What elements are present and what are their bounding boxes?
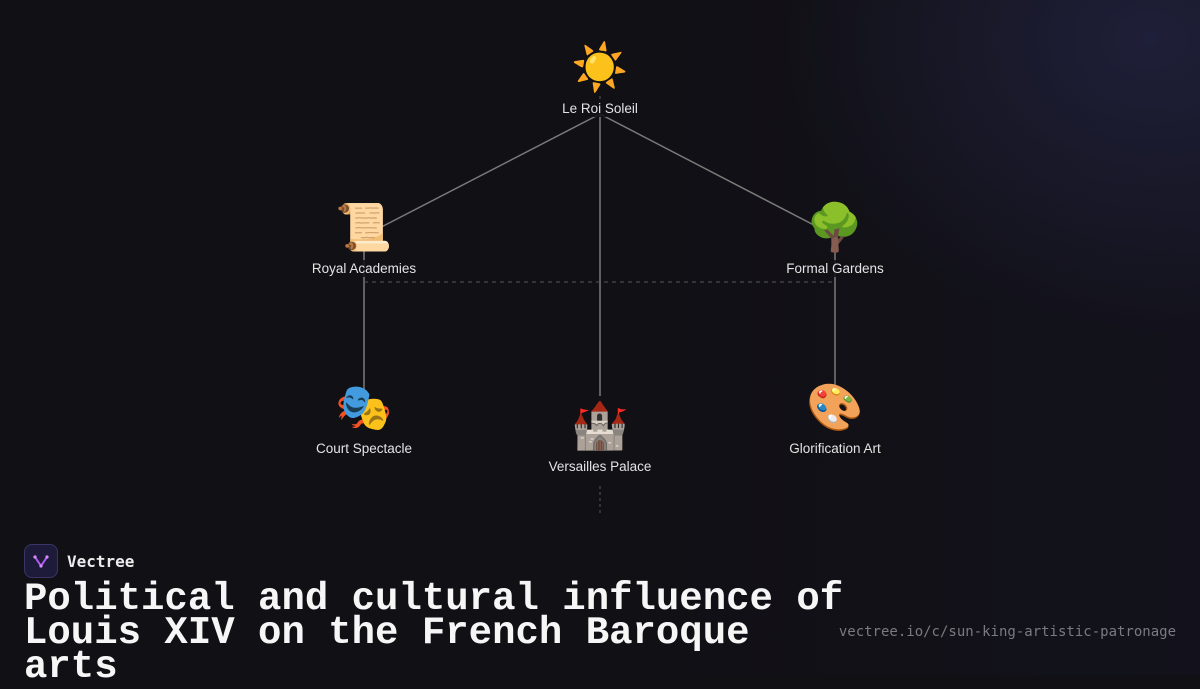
node-label: Le Roi Soleil bbox=[558, 100, 642, 117]
node-label: Royal Academies bbox=[307, 260, 421, 277]
edge-root-gardens bbox=[599, 113, 836, 237]
title-line-1: Political and cultural influence of bbox=[24, 577, 844, 621]
node-glorification-art[interactable]: 🎨 Glorification Art bbox=[755, 380, 915, 457]
castle-icon: 🏰 bbox=[571, 398, 629, 452]
edge-root-academies bbox=[363, 113, 601, 237]
vectree-logo-icon bbox=[24, 544, 58, 578]
node-label: Court Spectacle bbox=[311, 440, 417, 457]
node-label: Formal Gardens bbox=[782, 260, 888, 277]
sun-icon: ☀️ bbox=[571, 40, 629, 94]
node-formal-gardens[interactable]: 🌳 Formal Gardens bbox=[755, 200, 915, 277]
theater-masks-icon: 🎭 bbox=[335, 380, 393, 434]
brand[interactable]: Vectree bbox=[24, 544, 134, 578]
node-le-roi-soleil[interactable]: ☀️ Le Roi Soleil bbox=[520, 40, 680, 117]
node-label: Glorification Art bbox=[785, 440, 885, 457]
node-versailles-palace[interactable]: 🏰 Versailles Palace bbox=[520, 398, 680, 475]
source-url[interactable]: vectree.io/c/sun-king-artistic-patronage bbox=[838, 624, 1176, 640]
title-line-2: Louis XIV on the French Baroque arts bbox=[24, 611, 750, 689]
tree-icon: 🌳 bbox=[806, 200, 864, 254]
node-royal-academies[interactable]: 📜 Royal Academies bbox=[284, 200, 444, 277]
scroll-icon: 📜 bbox=[335, 200, 393, 254]
brand-name: Vectree bbox=[67, 551, 135, 571]
page-title: Political and cultural influence of Loui… bbox=[24, 580, 844, 687]
node-court-spectacle[interactable]: 🎭 Court Spectacle bbox=[284, 380, 444, 457]
node-label: Versailles Palace bbox=[544, 458, 656, 475]
palette-icon: 🎨 bbox=[806, 380, 864, 434]
